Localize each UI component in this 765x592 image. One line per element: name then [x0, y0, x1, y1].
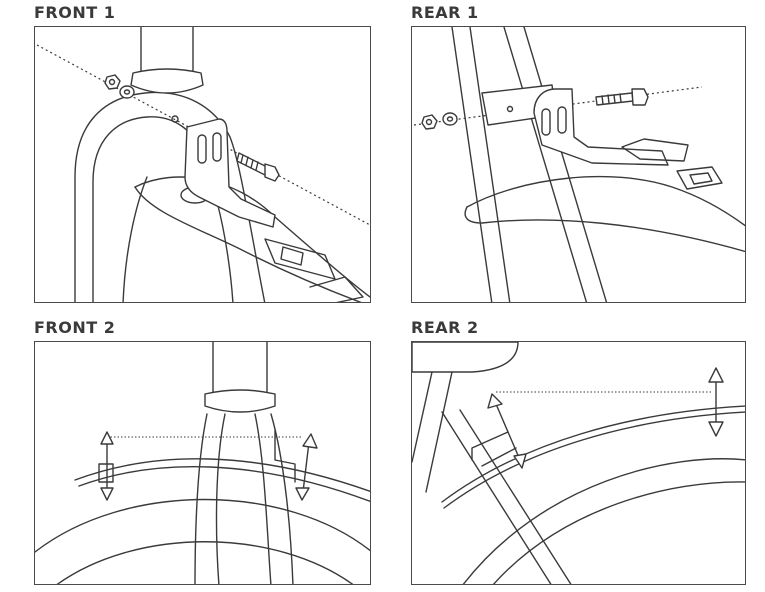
wheel-outer-arc [462, 458, 745, 584]
fender-slot [264, 238, 336, 280]
bracket-slot-right [557, 106, 567, 134]
washer-icon [119, 85, 135, 99]
nut-icon [104, 74, 121, 90]
fender-bottom-edge [134, 186, 362, 302]
fender-clip [309, 276, 364, 302]
rear-2-illustration [412, 342, 745, 584]
headset-ring [204, 389, 276, 413]
rear-1-title: REAR 1 [411, 3, 479, 22]
rear-2-panel [411, 341, 746, 585]
adjust-arrow-icon [487, 393, 527, 469]
wheel-inner-arc [56, 541, 354, 584]
mounting-bracket-icon [533, 88, 669, 166]
bracket-slot-left [197, 134, 207, 164]
front-1-illustration [36, 27, 370, 302]
wheel-inner-arc [492, 481, 745, 584]
steerer-tube [212, 342, 268, 395]
fender-stay-right [274, 429, 296, 483]
seat-stay-left [451, 27, 511, 302]
front-2-title: FRONT 2 [34, 318, 116, 337]
adjust-arrow-icon [708, 367, 724, 437]
front-1-title: FRONT 1 [34, 3, 116, 22]
front-2-illustration [35, 342, 370, 584]
fork-leg-right [216, 201, 234, 302]
front-1-alignment-line [36, 44, 370, 226]
seat-stay [441, 409, 572, 584]
bracket-slot-right [212, 132, 222, 162]
rear-2-title: REAR 2 [411, 318, 479, 337]
steerer-tube [140, 27, 194, 74]
bolt-icon [236, 152, 280, 182]
fork-leg-right [254, 413, 294, 584]
front-2-panel [34, 341, 371, 585]
fender-stay-tab-left [98, 463, 114, 483]
wheel-outer-arc [35, 498, 370, 553]
fender-top-edge [441, 405, 745, 503]
fork-leg-left [194, 413, 226, 584]
rear-1-illustration [413, 27, 745, 302]
fender-bridge-bracket [471, 431, 517, 467]
bridge-hole [506, 105, 514, 113]
saddle-outline [412, 342, 519, 373]
fender-bottom-edge [78, 465, 370, 503]
fender-top-edge [466, 175, 745, 227]
adjust-arrow-icon [295, 433, 318, 501]
bracket-slot-left [541, 108, 551, 136]
fender-slot [676, 166, 723, 190]
seat-stay-right [503, 27, 608, 302]
fender-bottom-edge [464, 206, 745, 253]
rear-1-panel [411, 26, 746, 303]
bolt-icon [595, 88, 649, 106]
bracket-arrow-tab [621, 138, 689, 162]
fork-crown-hole [171, 115, 179, 123]
fender-bottom-edge [443, 411, 745, 509]
nut-icon [421, 114, 438, 130]
washer-icon [442, 112, 458, 126]
headset-ring [130, 68, 204, 94]
seat-tube [412, 371, 453, 493]
adjust-arrow-icon [100, 431, 114, 501]
front-1-panel [34, 26, 371, 303]
fork-leg-left [122, 176, 148, 302]
mounting-bracket-icon [184, 118, 276, 228]
